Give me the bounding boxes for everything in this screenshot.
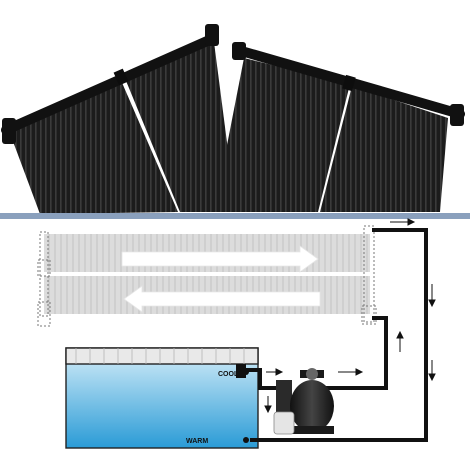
cool-outlet bbox=[236, 364, 246, 378]
panel-headers bbox=[37, 225, 377, 327]
flow-arrow-icon bbox=[123, 285, 321, 313]
right-panel-pair bbox=[214, 42, 465, 212]
supply-pipe bbox=[318, 316, 388, 390]
pipe-flow-arrows bbox=[264, 218, 436, 414]
solar-panel-photo bbox=[1, 24, 465, 214]
pool bbox=[65, 347, 259, 449]
pipes bbox=[246, 228, 428, 442]
return-pipe bbox=[250, 228, 428, 442]
flow-diagram: COOL WARM bbox=[37, 218, 436, 449]
intake-pipe bbox=[246, 368, 278, 390]
cool-label: COOL bbox=[218, 371, 239, 378]
left-panel-pair bbox=[1, 24, 236, 214]
ghost-panel-row-top bbox=[44, 234, 370, 273]
flow-arrow-icon bbox=[121, 245, 319, 273]
ghost-panel-row-bottom bbox=[44, 276, 370, 314]
warm-label: WARM bbox=[186, 438, 208, 445]
section-divider bbox=[0, 213, 470, 219]
pool-pump-icon bbox=[273, 368, 334, 435]
